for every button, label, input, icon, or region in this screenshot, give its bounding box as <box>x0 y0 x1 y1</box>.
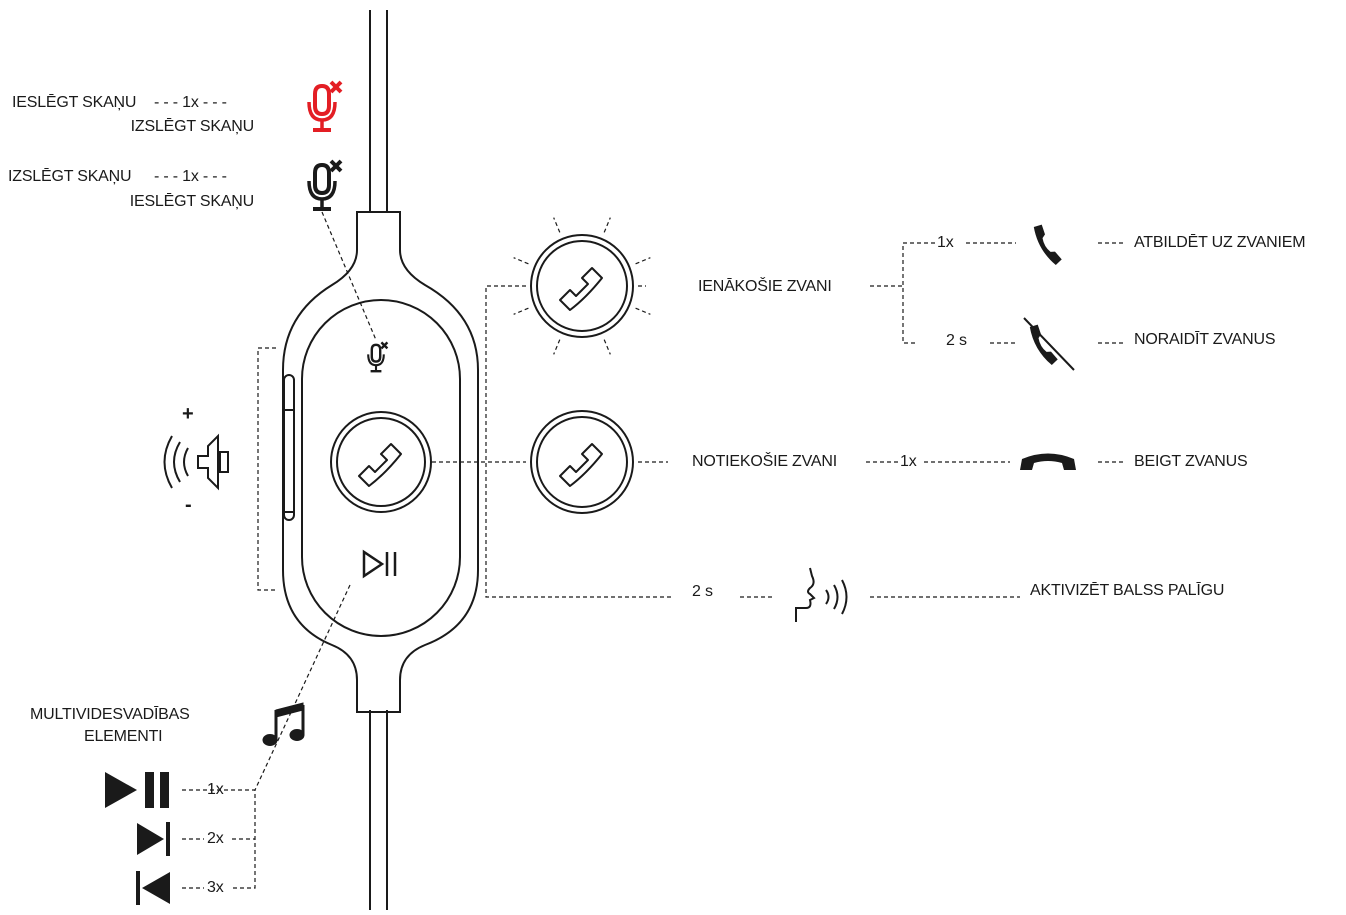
leader-lines <box>182 211 1126 889</box>
remote-call-button[interactable] <box>330 411 432 513</box>
incoming-calls-label: IENĀKOŠIE ZVANI <box>698 278 832 295</box>
media-title-line2: ELEMENTI <box>84 728 163 745</box>
media-press-3: 3x <box>207 879 224 896</box>
speaker-icon <box>163 433 229 491</box>
voice-action-label: AKTIVIZĒT BALSS PALĪGU <box>1030 582 1225 599</box>
answer-press-label: 1x <box>937 234 954 251</box>
ring-ray <box>513 257 529 265</box>
reject-press-label: 2 s <box>946 332 967 349</box>
headset-cable <box>369 10 388 910</box>
unmute-from-label: IZSLĒGT SKAŅU <box>8 168 132 185</box>
ring-ray <box>603 339 611 355</box>
incoming-call-indicator <box>513 217 651 355</box>
ring-ray <box>635 257 651 265</box>
unmute-to-label: IESLĒGT SKAŅU <box>129 193 254 210</box>
mute-press-label: - - - 1x - - - <box>154 94 227 111</box>
volume-down-label: - <box>185 494 192 516</box>
media-title-line1: MULTIVIDESVADĪBAS <box>30 706 190 723</box>
media-press-1: 1x <box>207 781 224 798</box>
ring-ray <box>553 217 561 233</box>
ongoing-calls-label: NOTIEKOŠIE ZVANI <box>692 453 837 470</box>
music-note-icon <box>262 702 305 746</box>
mute-from-label: IESLĒGT SKAŅU <box>12 94 137 111</box>
next-track-icon <box>137 822 170 856</box>
previous-track-icon <box>136 871 170 905</box>
mic-mute-icon <box>307 159 343 211</box>
remote-mute-button-icon[interactable] <box>367 341 389 373</box>
voice-press-label: 2 s <box>692 583 713 600</box>
answer-action-label: ATBILDĒT UZ ZVANIEM <box>1134 234 1306 251</box>
mute-press-count: 1x <box>182 94 199 111</box>
phone-reject-icon <box>1023 317 1075 371</box>
unmute-press-label: - - - 1x - - - <box>154 168 227 185</box>
ring-ray <box>603 217 611 233</box>
play-pause-icon <box>105 772 169 808</box>
hangup-action-label: BEIGT ZVANUS <box>1134 453 1248 470</box>
phone-answer-icon <box>1033 224 1062 266</box>
ongoing-call-indicator <box>530 410 634 514</box>
ring-ray <box>513 307 529 315</box>
ring-ray <box>635 307 651 315</box>
mic-muted-red-icon <box>307 80 343 132</box>
volume-up-label: + <box>182 403 194 425</box>
unmute-press-count: 1x <box>182 168 199 185</box>
phone-hangup-icon <box>1020 453 1076 470</box>
ring-ray <box>553 339 561 355</box>
handset-icon <box>358 443 402 487</box>
hangup-press-label: 1x <box>900 453 917 470</box>
media-press-2: 2x <box>207 830 224 847</box>
reject-action-label: NORAIDĪT ZVANUS <box>1134 331 1276 348</box>
remote-play-pause-icon[interactable] <box>362 549 397 579</box>
inline-remote <box>282 211 479 713</box>
voice-head-icon <box>795 567 848 622</box>
mute-to-label: IZSLĒGT SKAŅU <box>130 118 255 135</box>
